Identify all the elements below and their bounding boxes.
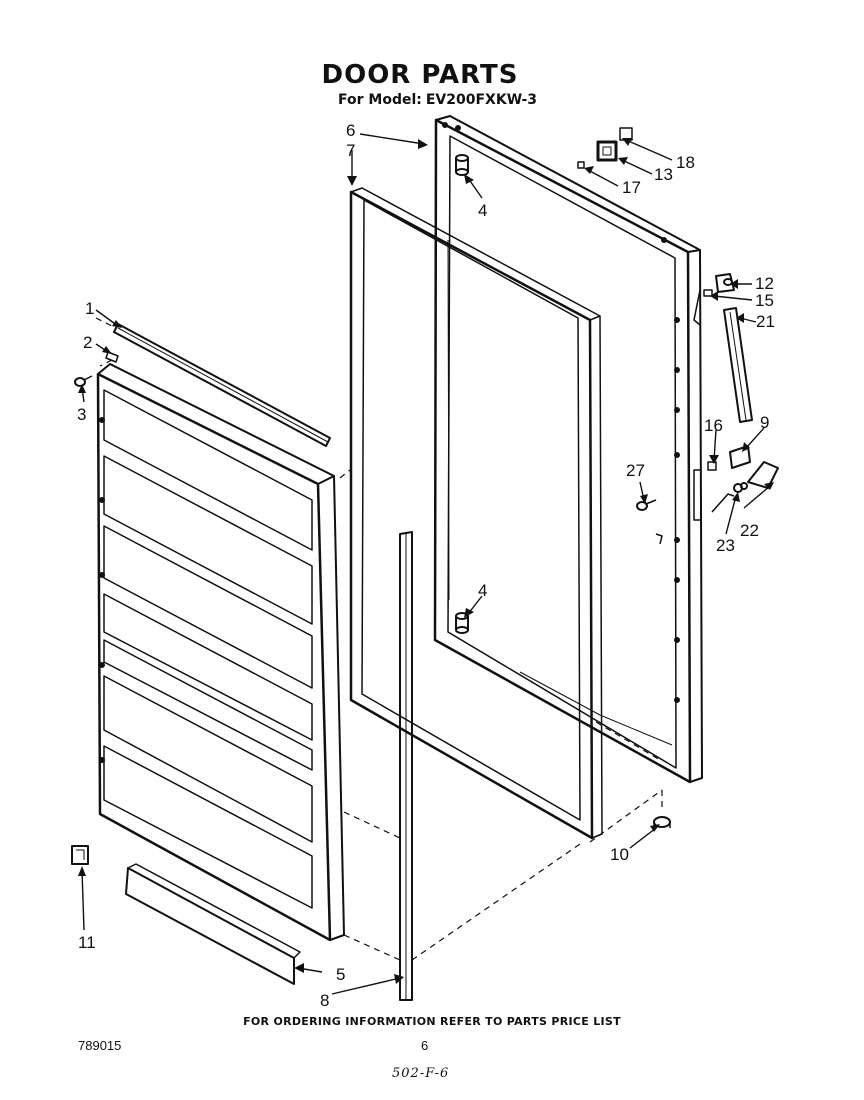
- callout-21: 21: [756, 312, 775, 331]
- bottom-trim-strip: [125, 863, 301, 985]
- bushing-bottom: [455, 612, 469, 634]
- bushing-top: [455, 154, 469, 176]
- door-liner-frame: [433, 115, 703, 784]
- callout-23: 23: [716, 536, 735, 555]
- handle-bracket: [715, 273, 735, 293]
- outer-door-panel: [96, 363, 345, 942]
- callout-15: 15: [755, 291, 774, 310]
- model-line: For Model:EV200FXKW-3: [338, 92, 537, 108]
- arrowheads: [78, 138, 774, 984]
- callout-6: 6: [346, 121, 355, 140]
- callout-27: 27: [626, 461, 645, 480]
- callout-17: 17: [622, 178, 641, 197]
- callout-7: 7: [346, 141, 355, 160]
- hinge-pin-mark: [655, 533, 663, 545]
- screw-3: [74, 375, 93, 387]
- callout-13: 13: [654, 165, 673, 184]
- document-number: 789015: [78, 1038, 122, 1053]
- door-gasket: [349, 187, 603, 840]
- model-number: EV200FXKW-3: [425, 92, 538, 108]
- ordering-note: FOR ORDERING INFORMATION REFER TO PARTS …: [243, 1015, 621, 1028]
- assembly-dashed-lines: [95, 317, 663, 961]
- handwritten-note: 502-F-6: [392, 1066, 450, 1081]
- top-trim-strip: [113, 323, 331, 447]
- callout-1: 1: [85, 299, 94, 318]
- callout-11: 11: [78, 933, 96, 952]
- callout-3: 3: [77, 405, 86, 424]
- door-handle: [723, 307, 753, 423]
- bracket-screw: [703, 289, 713, 297]
- small-plug: [577, 161, 585, 169]
- page-number: 6: [421, 1038, 429, 1053]
- callout-12: 12: [755, 274, 774, 293]
- breaker-strip: [399, 531, 413, 1001]
- callout-18: 18: [676, 153, 695, 172]
- page-title: DOOR PARTS: [321, 60, 519, 90]
- callout-labels: 6 7 4 4 18 13 17 12 15 21 16 9 27 22 23 …: [77, 121, 775, 1010]
- part-2-bracket: [105, 351, 119, 363]
- callout-16: 16: [704, 416, 723, 435]
- callout-10: 10: [610, 845, 629, 864]
- callout-22: 22: [740, 521, 759, 540]
- seal-plate: [596, 140, 618, 162]
- callout-2: 2: [83, 333, 92, 352]
- callout-8: 8: [320, 991, 329, 1010]
- callout-5: 5: [336, 965, 345, 984]
- leader-lines: [81, 133, 771, 995]
- model-prefix: For Model:: [338, 92, 422, 108]
- callout-9: 9: [760, 413, 769, 432]
- screw-27: [636, 499, 657, 511]
- lock-assembly: [707, 445, 751, 471]
- door-clip: [71, 845, 89, 865]
- callout-4-top: 4: [478, 201, 487, 220]
- key: [711, 461, 779, 513]
- callout-4-bottom: 4: [478, 581, 487, 600]
